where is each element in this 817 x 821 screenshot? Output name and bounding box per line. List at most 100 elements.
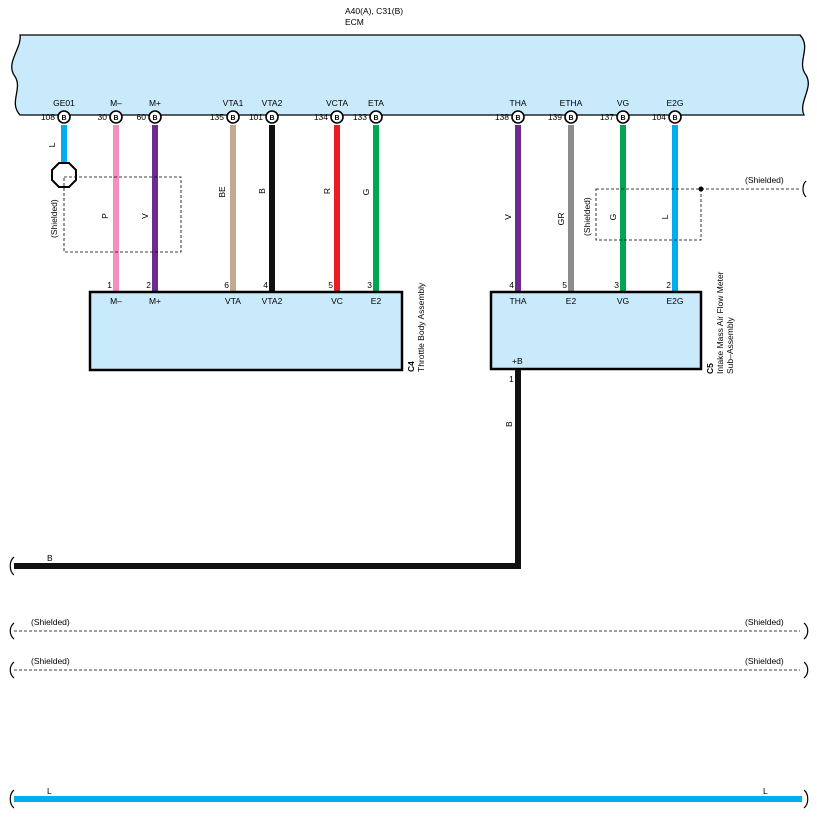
ecm-pin-connector: B bbox=[515, 115, 520, 122]
ecm-pin-circle bbox=[265, 110, 279, 124]
ecm-pin-name: M– bbox=[110, 98, 122, 108]
bottom-line-l-left-label: L bbox=[47, 786, 52, 796]
maf-box bbox=[489, 290, 703, 371]
ecm-pin-name: VCTA bbox=[326, 98, 348, 108]
ecm-pin-connector: B bbox=[672, 115, 677, 122]
throttle-pin-name: M– bbox=[110, 296, 122, 306]
wire-color-code: P bbox=[100, 213, 110, 219]
break-mark-s1-right bbox=[803, 622, 809, 640]
throttle-name: Throttle Body Assembly bbox=[416, 282, 426, 372]
ecm-pin-number: 101 bbox=[249, 112, 263, 122]
wire-color-code: GR bbox=[556, 213, 566, 226]
ecm-pin-name: E2G bbox=[666, 98, 683, 108]
ecm-pin-connector: B bbox=[113, 115, 118, 122]
wire-color-code: V bbox=[503, 214, 513, 220]
ecm-pin-circle bbox=[668, 110, 682, 124]
break-mark-l-left bbox=[9, 789, 15, 809]
maf-power-pin-num: 1 bbox=[509, 374, 514, 384]
break-mark-top-right bbox=[802, 180, 807, 198]
break-mark-s1-left bbox=[9, 622, 15, 640]
shield-label-maf: (Shielded) bbox=[582, 197, 592, 236]
ecm-pin-circle bbox=[57, 110, 71, 124]
break-mark-b-left bbox=[9, 556, 15, 576]
throttle-pin-number: 1 bbox=[107, 280, 112, 290]
ecm-pin-number: 138 bbox=[495, 112, 509, 122]
throttle-pin-number: 4 bbox=[263, 280, 268, 290]
ecm-label: ECM bbox=[345, 17, 364, 27]
shield-label-top-right: (Shielded) bbox=[745, 175, 784, 185]
bottom-shield-2-right-label: (Shielded) bbox=[745, 656, 784, 666]
maf-name-line1: Intake Mass Air Flow Meter bbox=[715, 271, 725, 374]
shield-box-maf bbox=[595, 188, 702, 241]
maf-pin-name: THA bbox=[510, 296, 527, 306]
ecm-pin-circle bbox=[369, 110, 383, 124]
throttle-pin-number: 2 bbox=[146, 280, 151, 290]
shield-box-throttle bbox=[63, 176, 182, 253]
ecm-pin-name: GE01 bbox=[53, 98, 75, 108]
ecm-pin-number: 60 bbox=[137, 112, 147, 122]
throttle-pin-number: 6 bbox=[224, 280, 229, 290]
ecm-pin-connector: B bbox=[334, 115, 339, 122]
bottom-line-l-right-label: L bbox=[763, 786, 768, 796]
ecm-pin-name: ETHA bbox=[560, 98, 583, 108]
ecm-pin-name: VG bbox=[617, 98, 629, 108]
maf-pin-number: 5 bbox=[562, 280, 567, 290]
throttle-pin-number: 3 bbox=[367, 280, 372, 290]
ecm-pin-connector: B bbox=[568, 115, 573, 122]
maf-pin-name: VG bbox=[617, 296, 629, 306]
break-mark-s2-left bbox=[9, 661, 15, 679]
maf-power-wire-code: B bbox=[504, 421, 514, 427]
wire-color-code: BE bbox=[217, 186, 227, 198]
maf-pin-number: 4 bbox=[509, 280, 514, 290]
ecm-pin-circle bbox=[511, 110, 525, 124]
ecm-pin-connector: B bbox=[61, 115, 66, 122]
ecm-pin-circle bbox=[109, 110, 123, 124]
wire-color-code: V bbox=[140, 213, 150, 219]
throttle-pin-name: VTA2 bbox=[262, 296, 283, 306]
shield-ground-octagon bbox=[51, 162, 77, 188]
maf-pin-number: 2 bbox=[666, 280, 671, 290]
maf-power-wire bbox=[14, 370, 521, 569]
bottom-shield-1-right-label: (Shielded) bbox=[745, 617, 784, 627]
throttle-pin-name: VTA bbox=[225, 296, 241, 306]
wire-color-code: B bbox=[257, 188, 267, 194]
ecm-pin-name: VTA2 bbox=[262, 98, 283, 108]
ecm-pin-number: 135 bbox=[210, 112, 224, 122]
throttle-pin-number: 5 bbox=[328, 280, 333, 290]
ecm-pin-number: 104 bbox=[652, 112, 666, 122]
maf-name-line2: Sub–Assembly bbox=[725, 317, 735, 374]
maf-pin-name: E2 bbox=[566, 296, 577, 306]
ecm-pin-number: 134 bbox=[314, 112, 328, 122]
throttle-pin-name: VC bbox=[331, 296, 343, 306]
maf-id: C5 bbox=[705, 363, 715, 374]
throttle-id: C4 bbox=[406, 361, 416, 372]
ecm-pin-circle bbox=[226, 110, 240, 124]
wire-color-code: G bbox=[608, 214, 618, 221]
ecm-pin-name: ETA bbox=[368, 98, 384, 108]
ecm-body bbox=[11, 34, 809, 116]
bottom-shield-2-left-label: (Shielded) bbox=[31, 656, 70, 666]
ecm-pin-connector: B bbox=[373, 115, 378, 122]
wire-color-code: L bbox=[47, 142, 57, 147]
bottom-line-b-label: B bbox=[47, 553, 53, 563]
ecm-pin-circle bbox=[616, 110, 630, 124]
ecm-pin-number: 139 bbox=[548, 112, 562, 122]
shield-label-throttle: (Shielded) bbox=[49, 199, 59, 238]
maf-power-pin-name: +B bbox=[512, 356, 523, 366]
throttle-body-box bbox=[88, 290, 404, 372]
ecm-pin-connector: B bbox=[269, 115, 274, 122]
ecm-pin-circle bbox=[330, 110, 344, 124]
ecm-pin-circle bbox=[564, 110, 578, 124]
bottom-shield-1-left-label: (Shielded) bbox=[31, 617, 70, 627]
maf-pin-name: E2G bbox=[666, 296, 683, 306]
maf-pin-number: 3 bbox=[614, 280, 619, 290]
shield-junction-dot bbox=[698, 186, 704, 192]
wire-color-code: G bbox=[361, 189, 371, 196]
wire-color-code: L bbox=[660, 214, 670, 219]
ecm-pin-circle bbox=[148, 110, 162, 124]
wire-color-code: R bbox=[322, 188, 332, 194]
throttle-pin-name: M+ bbox=[149, 296, 161, 306]
break-mark-l-right bbox=[803, 789, 809, 809]
ecm-pin-number: 108 bbox=[41, 112, 55, 122]
